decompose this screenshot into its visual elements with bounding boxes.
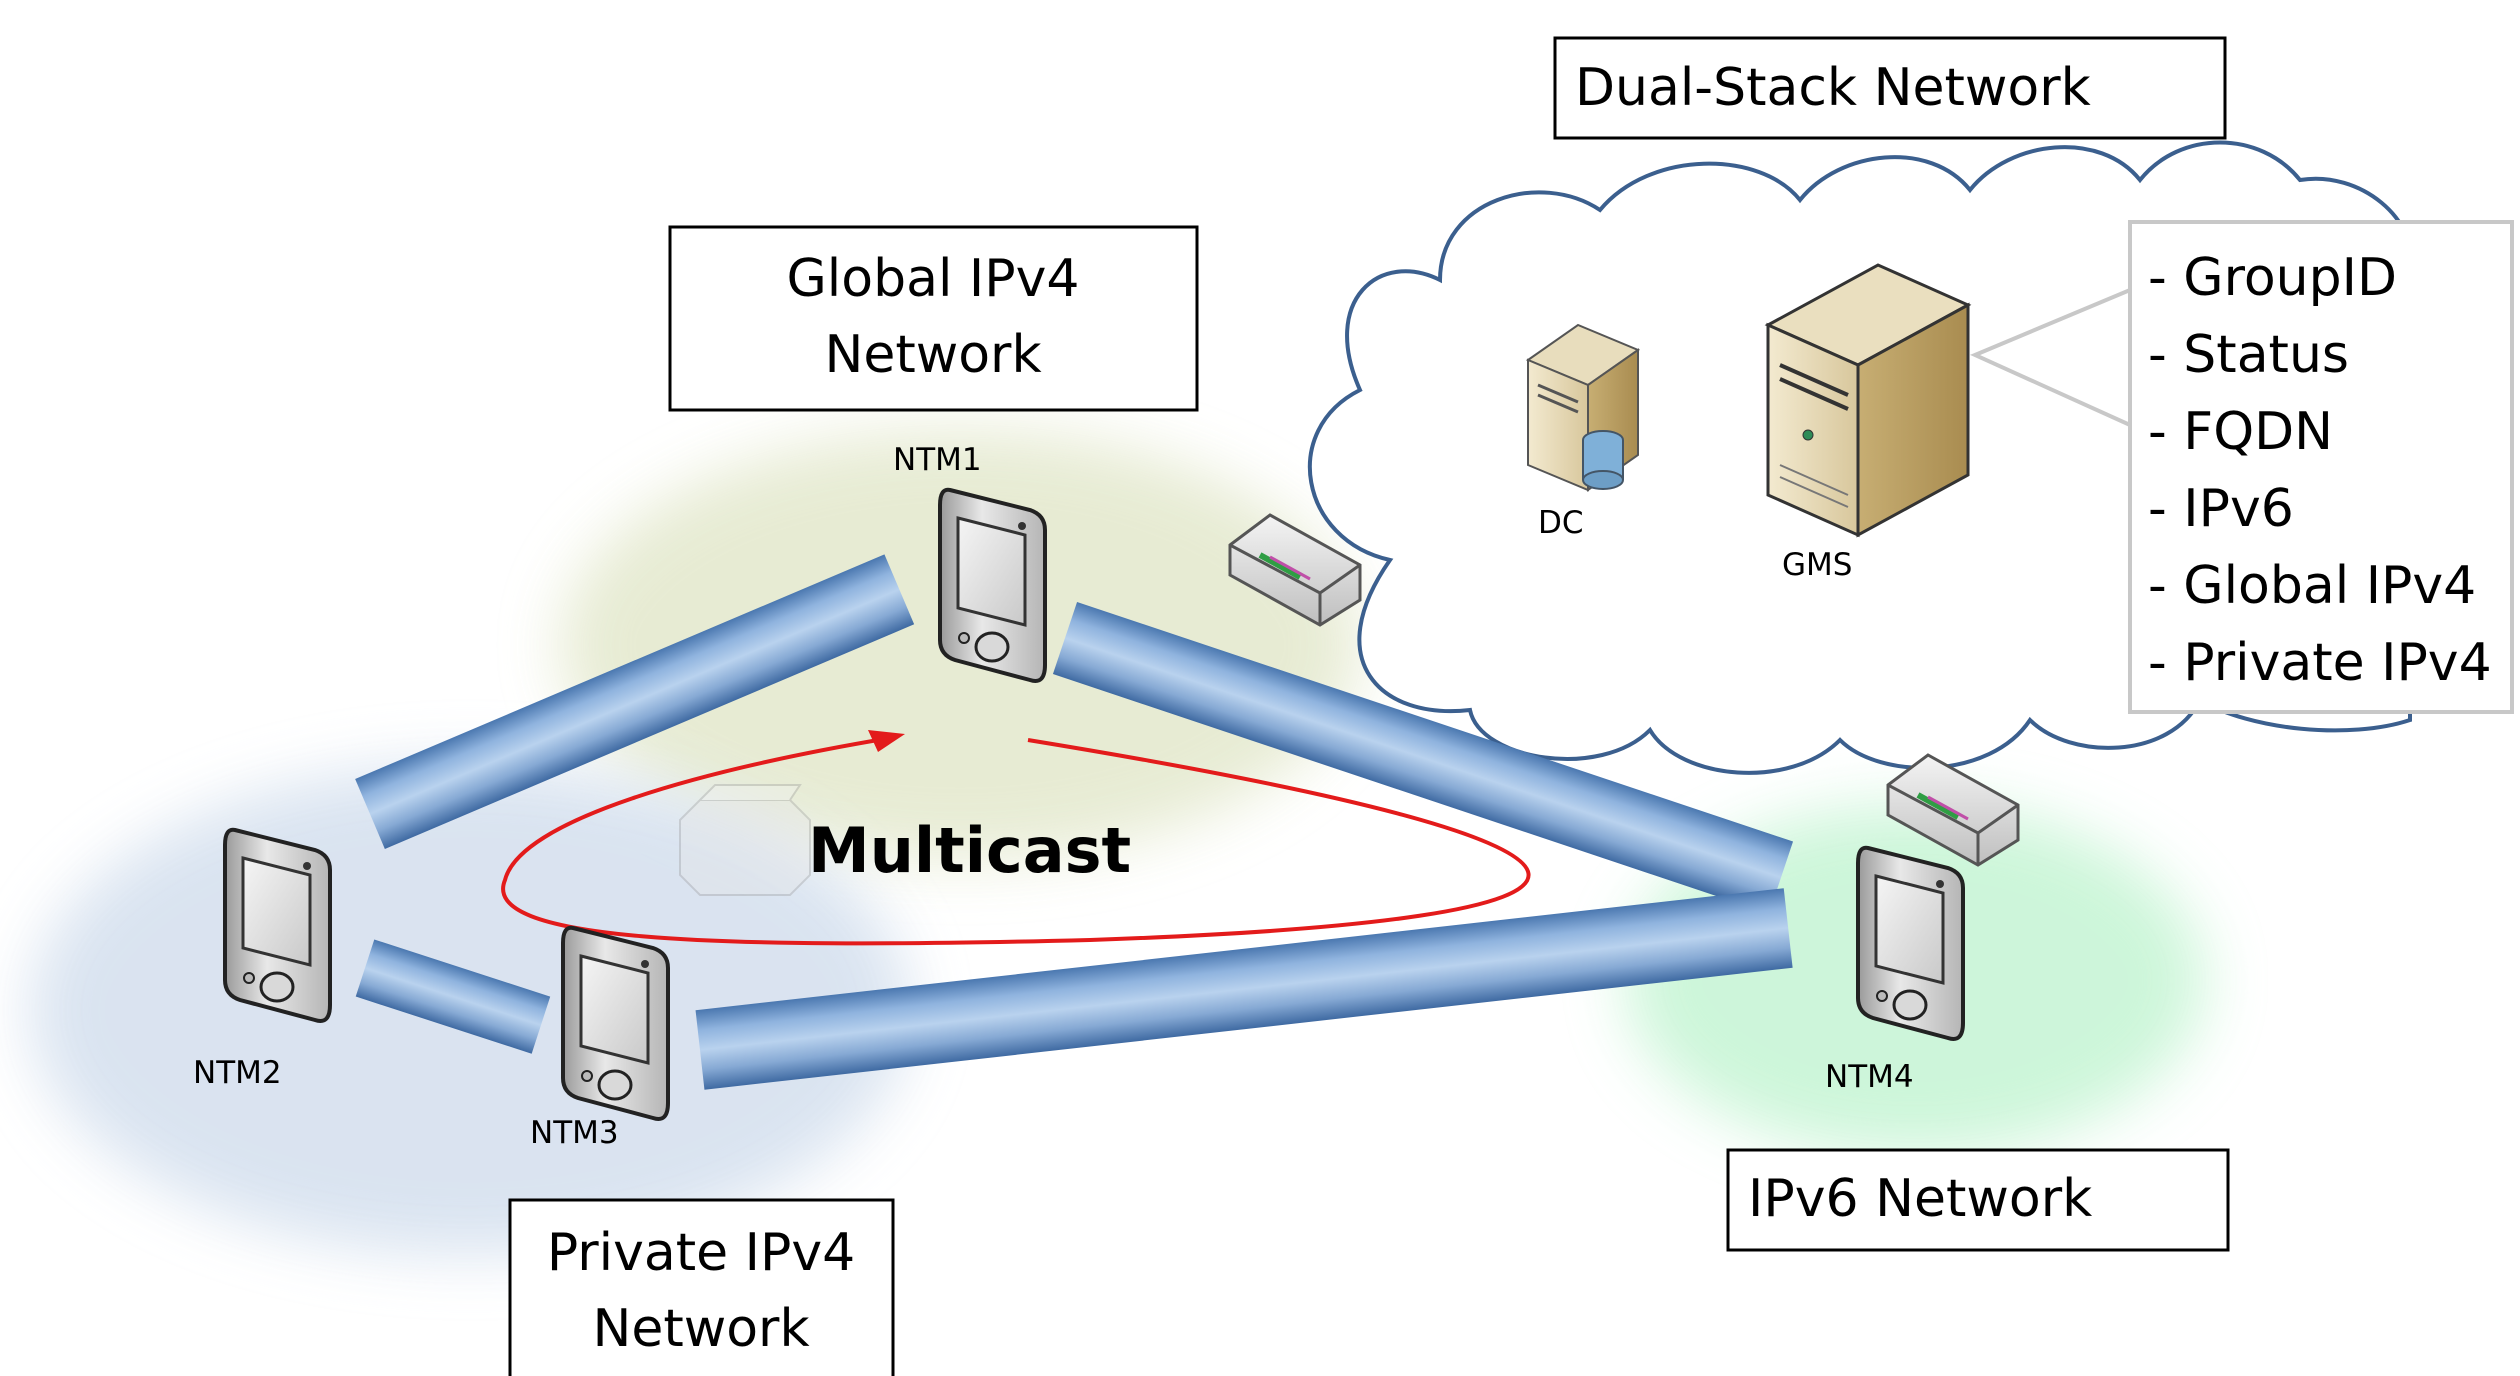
- router-icon: [1228, 513, 1362, 627]
- tunnels: [355, 554, 1794, 1090]
- private-ipv4-label-line2: Network: [592, 1299, 809, 1359]
- ntm2-device-icon: [223, 827, 332, 1023]
- global-ipv4-label-line1: Global IPv4: [787, 249, 1080, 309]
- tunnel-ntm2-ntm1: [355, 554, 915, 849]
- multicast-label: Multicast: [808, 814, 1131, 887]
- gms-info-item: - FQDN: [2148, 402, 2333, 462]
- global-ipv4-label-box: Global IPv4 Network: [668, 225, 1199, 412]
- ipv6-label: IPv6 Network: [1748, 1169, 2092, 1229]
- gms-info-item: - Global IPv4: [2148, 556, 2476, 616]
- dual-stack-label: Dual-Stack Network: [1575, 58, 2091, 118]
- tunnel-ntm3-ntm4: [695, 888, 1793, 1090]
- ntm3-label: NTM3: [530, 1115, 619, 1151]
- ntm4-device-icon: [1856, 845, 1965, 1041]
- dc-server-icon: [1525, 323, 1641, 492]
- dc-label: DC: [1538, 505, 1584, 541]
- gms-server-icon: [1764, 263, 1972, 538]
- gms-info-list: - GroupID - Status - FQDN - IPv6 - Global IP…: [2148, 248, 2492, 693]
- tunnel-ntm2-ntm3: [355, 939, 551, 1054]
- router-icon-2: [1886, 753, 2020, 867]
- private-ipv4-label-line1: Private IPv4: [547, 1223, 855, 1283]
- ntm1-device-icon: [938, 487, 1047, 683]
- ipv6-label-box: IPv6 Network: [1726, 1148, 2230, 1252]
- private-ipv4-label-box: Private IPv4 Network: [508, 1198, 895, 1376]
- ntm1-label: NTM1: [893, 442, 982, 478]
- global-ipv4-label-line2: Network: [824, 325, 1041, 385]
- faded-router-icon: [679, 784, 811, 896]
- gms-info-item: - IPv6: [2148, 479, 2294, 539]
- gms-info-item: - Status: [2148, 325, 2349, 385]
- ntm3-device-icon: [561, 925, 670, 1121]
- ntm2-label: NTM2: [193, 1055, 282, 1091]
- gms-info-item: - Private IPv4: [2148, 633, 2492, 693]
- tunnel-ntm1-ntm4: [1052, 601, 1794, 914]
- gms-info-callout: - GroupID - Status - FQDN - IPv6 - Global IP…: [2128, 220, 2514, 714]
- dual-stack-label-box: Dual-Stack Network: [1553, 36, 2227, 140]
- gms-label: GMS: [1782, 547, 1852, 583]
- gms-info-item: - GroupID: [2148, 248, 2397, 308]
- ntm4-label: NTM4: [1825, 1059, 1914, 1095]
- multicast-arrow: [501, 730, 1531, 946]
